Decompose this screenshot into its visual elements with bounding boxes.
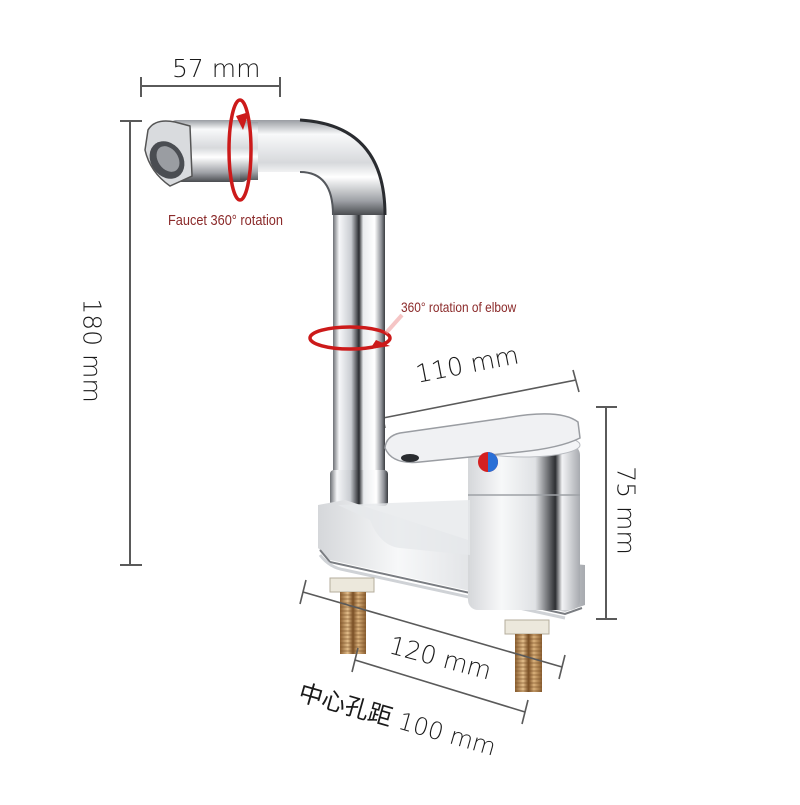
body-height-label: 75 mm (611, 466, 641, 555)
dimension-line-spout-length (140, 77, 281, 97)
dimension-line-total-height (120, 120, 142, 566)
elbow-rotation-callout: 360° rotation of elbow (401, 299, 517, 315)
rotation-arrow-elbow-icon (308, 313, 404, 351)
total-height-label: 180 mm (77, 298, 107, 403)
dimension-line-body-height (596, 406, 617, 620)
faucet-spout (144, 118, 388, 506)
dimension-line-hole-distance (351, 647, 529, 725)
spout-length-label: 57 mm (172, 54, 261, 83)
mounting-stud-right (504, 619, 550, 692)
rotation-arrow-spout-icon (227, 98, 253, 202)
mounting-stud-left (329, 577, 375, 654)
dimension-line-base-length (299, 579, 566, 680)
faucet-body (318, 413, 585, 620)
faucet-rotation-callout: Faucet 360° rotation (168, 212, 283, 229)
